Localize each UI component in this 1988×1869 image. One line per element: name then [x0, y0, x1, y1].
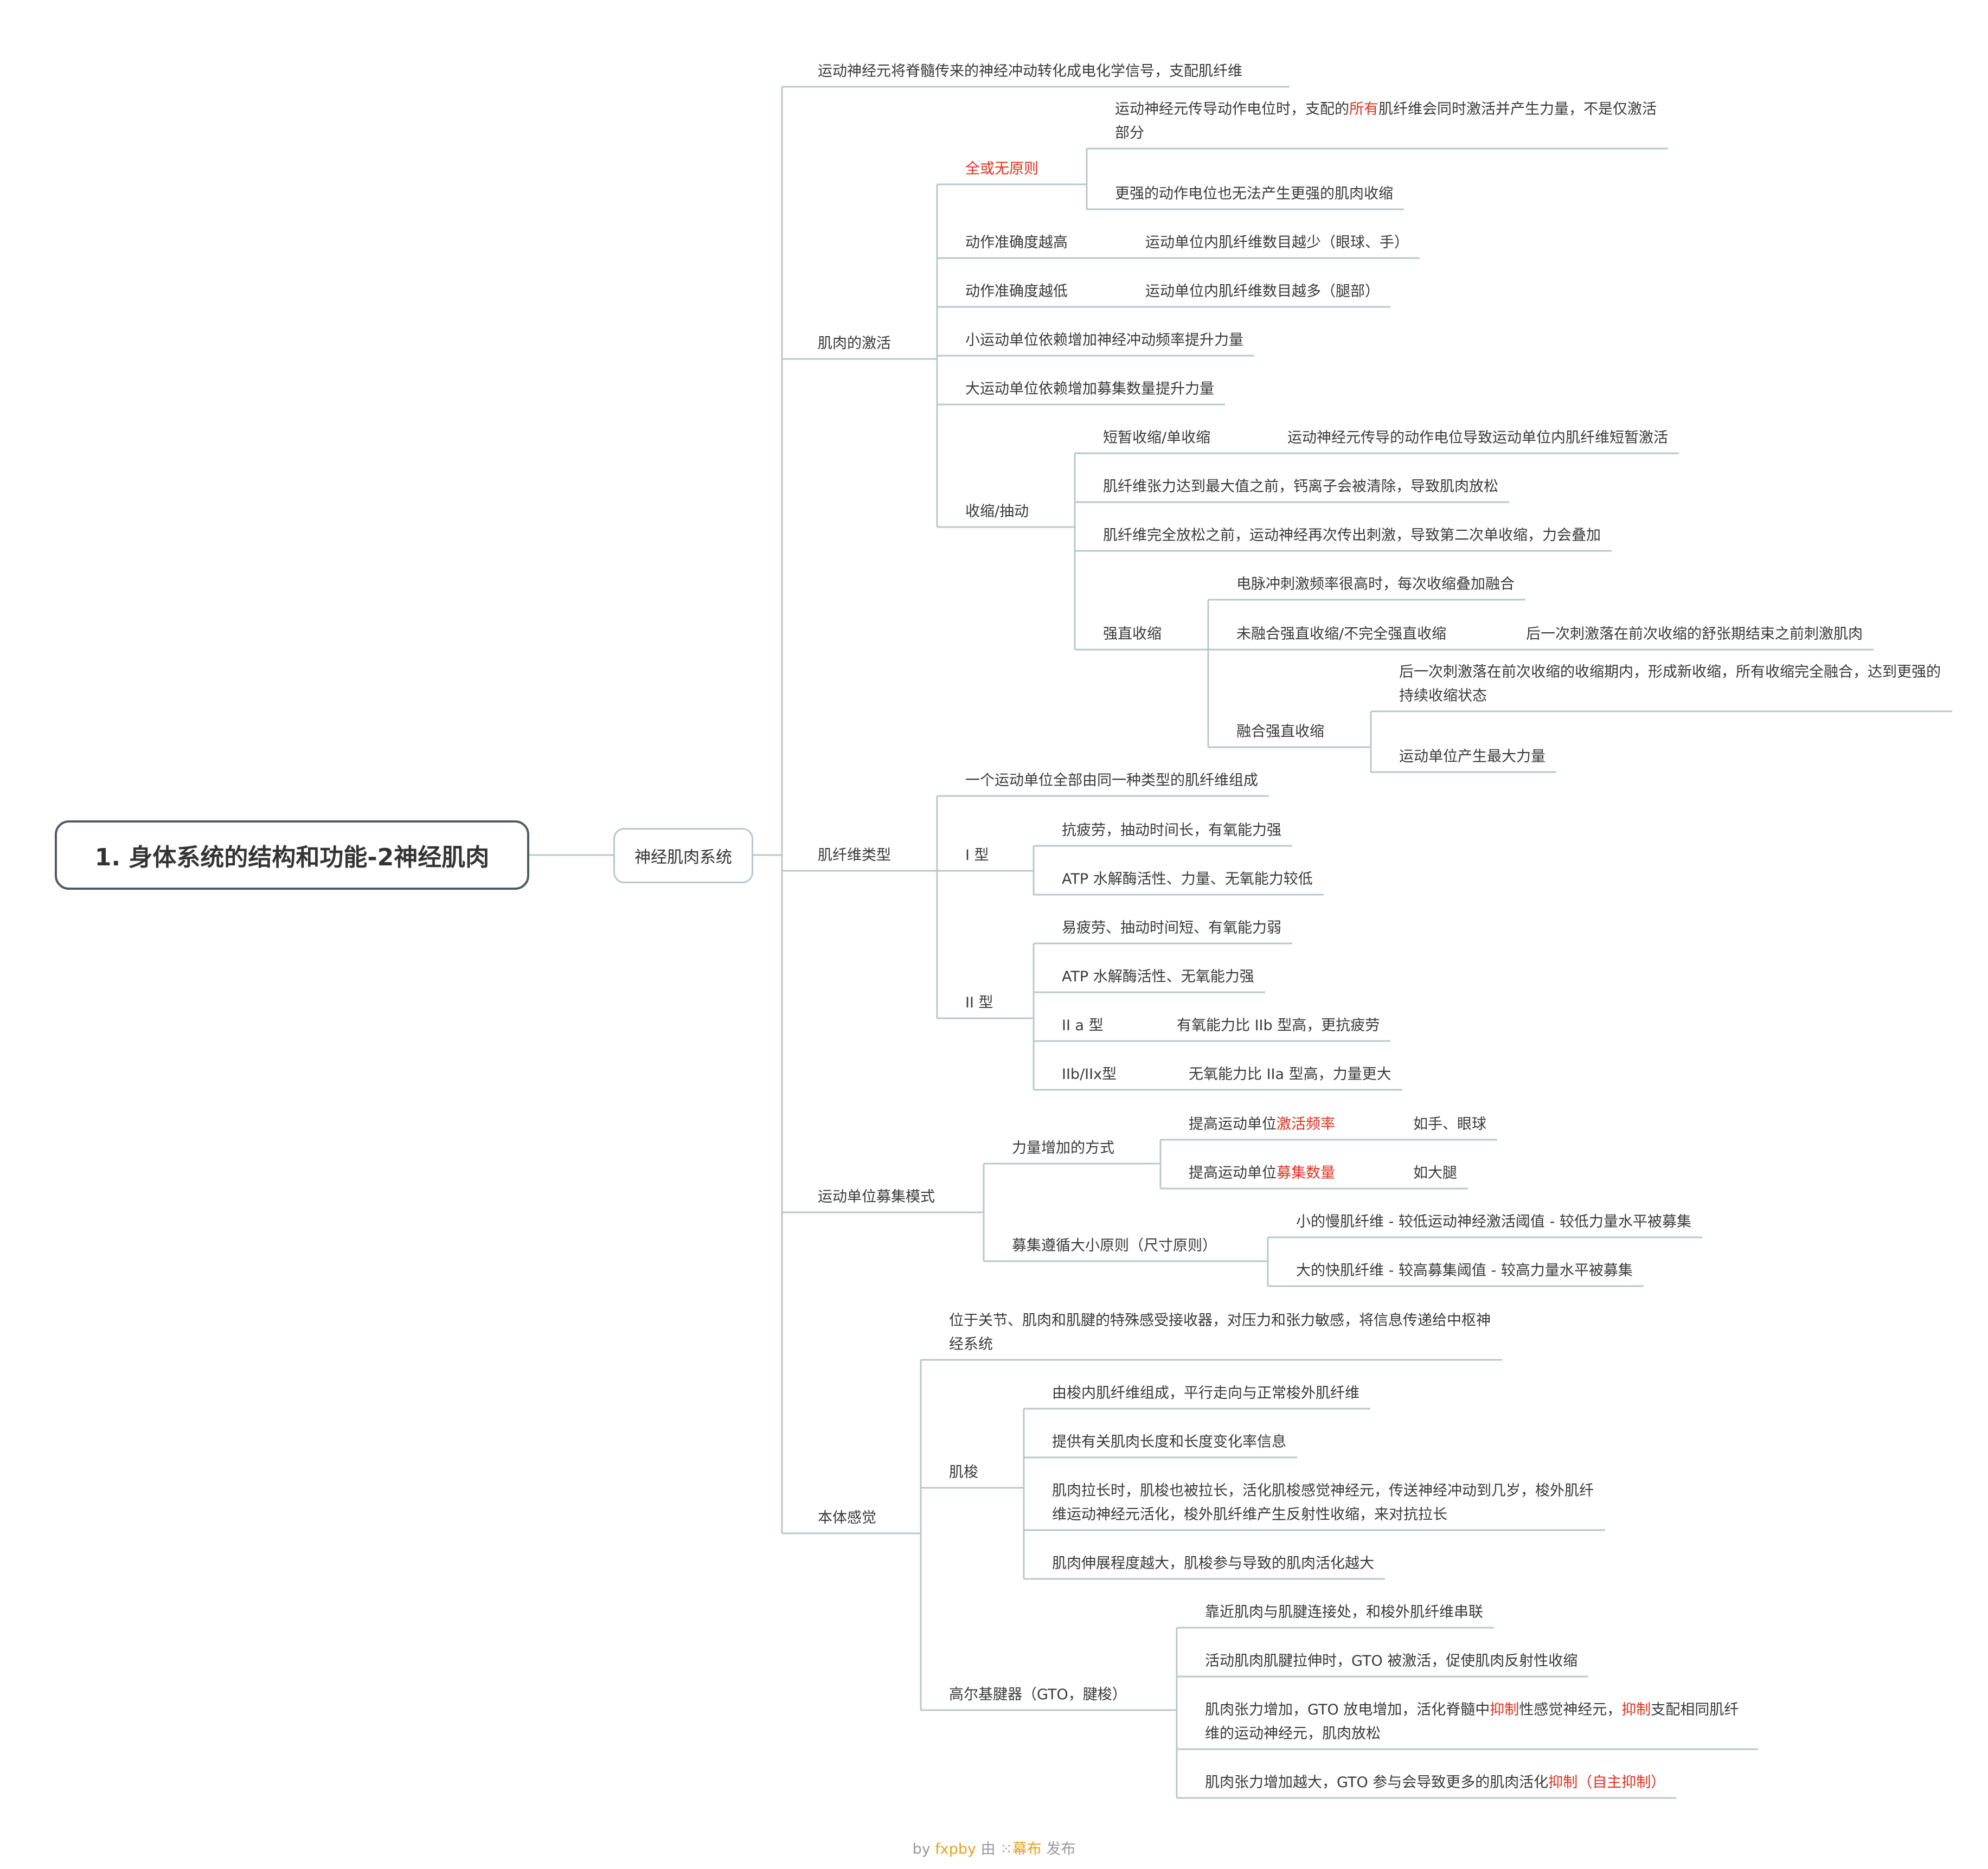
topic-node[interactable]: 运动单位内肌纤维数目越少（眼球、手）	[1145, 234, 1409, 251]
topic-node[interactable]: 运动神经元传导的动作电位导致运动单位内肌纤维短暂激活	[1287, 429, 1668, 446]
topic-node[interactable]: 小运动单位依赖增加神经冲动频率提升力量	[965, 332, 1243, 349]
topic-node[interactable]: 大运动单位依赖增加募集数量提升力量	[965, 381, 1214, 397]
topic-node[interactable]: 肌肉拉长时，肌梭也被拉长，活化肌梭感觉神经元，传送神经冲动到几岁，梭外肌纤维运动…	[1052, 1482, 1594, 1523]
topic-node[interactable]: 靠近肌肉与肌腱连接处，和梭外肌纤维串联	[1205, 1604, 1483, 1621]
topic-node[interactable]: 小的慢肌纤维 - 较低运动神经激活阈值 - 较低力量水平被募集	[1296, 1213, 1691, 1230]
topic-node[interactable]: 肌肉的激活	[818, 335, 891, 352]
root-topic[interactable]: 1. 身体系统的结构和功能-2神经肌肉	[55, 820, 529, 890]
topic-node[interactable]: 肌肉张力增加越大，GTO 参与会导致更多的肌肉活化抑制（自主抑制）	[1205, 1774, 1666, 1791]
topic-node[interactable]: 力量增加的方式	[1012, 1140, 1114, 1157]
brand-link[interactable]: 幕布	[1012, 1841, 1042, 1858]
topic-node[interactable]: 大的快肌纤维 - 较高募集阈值 - 较高力量水平被募集	[1296, 1262, 1633, 1279]
topic-node[interactable]: 本体感觉	[818, 1510, 876, 1526]
topic-node[interactable]: 未融合强直收缩/不完全强直收缩	[1236, 626, 1447, 643]
topic-node[interactable]: ATP 水解酶活性、力量、无氧能力较低	[1062, 871, 1313, 888]
topic-node[interactable]: 后一次刺激落在前次收缩的收缩期内，形成新收缩，所有收缩完全融合，达到更强的持续收…	[1399, 664, 1941, 704]
topic-node[interactable]: 更强的动作电位也无法产生更强的肌肉收缩	[1115, 185, 1393, 202]
topic-node[interactable]: 运动神经元将脊髓传来的神经冲动转化成电化学信号，支配肌纤维	[818, 63, 1242, 80]
topic-node[interactable]: 提高运动单位募集数量	[1189, 1165, 1335, 1181]
topic-node[interactable]: 动作准确度越高	[965, 234, 1068, 251]
hub-topic[interactable]: 神经肌肉系统	[613, 828, 753, 883]
author-link[interactable]: fxpby	[935, 1841, 977, 1858]
hub-label: 神经肌肉系统	[634, 848, 732, 867]
topic-node[interactable]: 融合强直收缩	[1236, 723, 1324, 740]
topic-node[interactable]: 募集遵循大小原则（尺寸原则）	[1012, 1237, 1217, 1254]
topic-node[interactable]: 提高运动单位激活频率	[1189, 1116, 1335, 1133]
topic-node[interactable]: 肌纤维完全放松之前，运动神经再次传出刺激，导致第二次单收缩，力会叠加	[1103, 527, 1601, 544]
topic-node[interactable]: 一个运动单位全部由同一种类型的肌纤维组成	[965, 772, 1258, 789]
topic-node[interactable]: 肌纤维类型	[818, 847, 891, 864]
topic-node[interactable]: 后一次刺激落在前次收缩的舒张期结束之前刺激肌肉	[1526, 626, 1863, 643]
topic-node[interactable]: 高尔基腱器（GTO，腱梭）	[949, 1686, 1127, 1703]
topic-node[interactable]: 如大腿	[1413, 1165, 1457, 1181]
topic-node[interactable]: 肌梭	[949, 1464, 978, 1481]
topic-node[interactable]: 有氧能力比 IIb 型高，更抗疲劳	[1177, 1017, 1380, 1034]
topic-node[interactable]: 短暂收缩/单收缩	[1103, 429, 1211, 446]
topic-node[interactable]: 由梭内肌纤维组成，平行走向与正常梭外肌纤维	[1052, 1385, 1359, 1402]
topic-node[interactable]: II a 型	[1062, 1017, 1104, 1034]
topic-node[interactable]: 收缩/抽动	[965, 503, 1029, 520]
topic-node[interactable]: 运动单位内肌纤维数目越多（腿部）	[1145, 283, 1380, 300]
topic-node[interactable]: 全或无原则	[965, 160, 1038, 177]
topic-node[interactable]: 运动单位产生最大力量	[1399, 748, 1545, 765]
topic-node[interactable]: 提供有关肌肉长度和长度变化率信息	[1052, 1434, 1286, 1450]
topic-node[interactable]: II 型	[965, 994, 993, 1011]
topic-node[interactable]: ATP 水解酶活性、无氧能力强	[1062, 968, 1254, 985]
topic-node[interactable]: 活动肌肉肌腱拉伸时，GTO 被激活，促使肌肉反射性收缩	[1205, 1653, 1578, 1669]
mubu-logo-icon: ⁙	[1000, 1841, 1012, 1858]
footer-credit: by fxpby 由 ⁙幕布 发布	[912, 1841, 1076, 1858]
topic-node[interactable]: 抗疲劳，抽动时间长，有氧能力强	[1062, 822, 1281, 839]
topic-node[interactable]: 易疲劳、抽动时间短、有氧能力弱	[1062, 920, 1281, 936]
topic-node[interactable]: 运动神经元传导动作电位时，支配的所有肌纤维会同时激活并产生力量，不是仅激活部分	[1115, 101, 1657, 142]
topic-node[interactable]: 电脉冲刺激频率很高时，每次收缩叠加融合	[1236, 576, 1515, 593]
topic-node[interactable]: 肌纤维张力达到最大值之前，钙离子会被清除，导致肌肉放松	[1103, 478, 1498, 495]
topic-node[interactable]: 肌肉伸展程度越大，肌梭参与导致的肌肉活化越大	[1052, 1555, 1374, 1572]
topic-node[interactable]: IIb/IIx型	[1062, 1066, 1117, 1083]
topic-node[interactable]: 运动单位募集模式	[818, 1189, 935, 1205]
topic-node[interactable]: 肌肉张力增加，GTO 放电增加，活化脊髓中抑制性感觉神经元，抑制支配相同肌纤维的…	[1205, 1701, 1739, 1742]
topic-node[interactable]: 动作准确度越低	[965, 283, 1068, 300]
topic-node[interactable]: I 型	[965, 847, 989, 864]
topic-node[interactable]: 位于关节、肌肉和肌腱的特殊感受接收器，对压力和张力敏感，将信息传递给中枢神经系统	[949, 1312, 1491, 1353]
topic-node[interactable]: 如手、眼球	[1413, 1116, 1486, 1133]
topic-node[interactable]: 强直收缩	[1103, 626, 1162, 643]
root-title: 1. 身体系统的结构和功能-2神经肌肉	[94, 844, 490, 871]
topic-node[interactable]: 无氧能力比 IIa 型高，力量更大	[1189, 1066, 1391, 1083]
